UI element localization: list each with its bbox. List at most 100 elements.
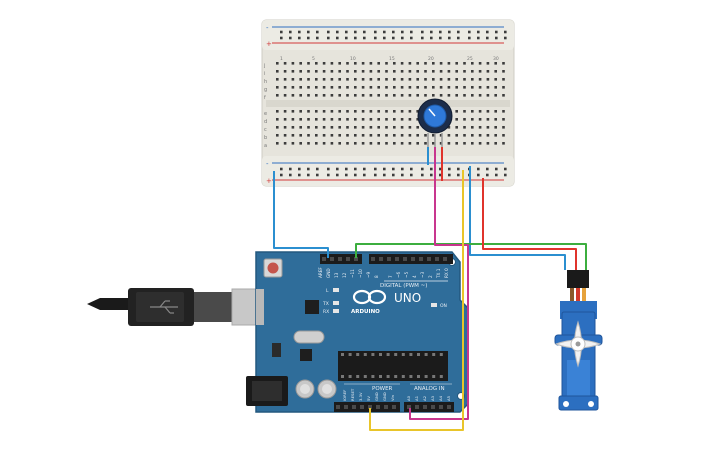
breadboard-hole <box>463 70 466 73</box>
pin-label-8: 8 <box>374 275 379 278</box>
digital-header-pins[interactable] <box>322 257 447 261</box>
pin-label-rx0: RX 0 <box>444 268 449 278</box>
usb-cable[interactable] <box>87 288 263 326</box>
rail-hole <box>345 30 348 34</box>
arduino-uno[interactable]: AREF GND 13 12 ~11 ~10 ~9 8 7 ~6 ~5 4 ~3… <box>246 251 469 413</box>
rail-hole <box>307 167 310 171</box>
breadboard-hole <box>330 134 334 137</box>
wire-blue-gnd[interactable] <box>273 171 329 258</box>
bottom-header-pins[interactable] <box>336 405 451 409</box>
breadboard-hole <box>291 118 295 121</box>
breadboard-hole <box>424 86 427 89</box>
wire-yellow-5v[interactable] <box>369 170 464 431</box>
breadboard-hole <box>502 110 505 113</box>
breadboard-hole <box>502 86 505 89</box>
wire-green-signal[interactable] <box>355 243 587 270</box>
rail-hole <box>448 173 451 177</box>
breadboard-hole <box>393 94 396 97</box>
chip-pin <box>417 353 420 356</box>
wire-red-servo[interactable] <box>482 178 577 270</box>
breadboard-hole <box>486 118 490 121</box>
breadboard-hole <box>463 86 466 89</box>
header-pin <box>439 405 443 409</box>
breadboard-hole <box>299 86 302 89</box>
rail-hole <box>457 30 460 34</box>
rail-hole <box>316 167 319 171</box>
rail-hole <box>280 167 283 171</box>
rail-hole <box>439 167 442 171</box>
rail-hole <box>363 167 366 171</box>
breadboard-hole <box>354 134 357 137</box>
breadboard-hole <box>463 62 466 65</box>
breadboard-hole <box>276 86 279 89</box>
breadboard-hole <box>315 126 318 129</box>
chip-pin <box>394 375 398 378</box>
breadboard-hole <box>377 126 380 129</box>
header-pin <box>403 257 407 261</box>
breadboard-hole <box>463 118 466 121</box>
regulator <box>272 343 281 357</box>
pin-label-6: ~6 <box>396 271 401 278</box>
breadboard-hole <box>432 62 435 65</box>
pin-label-5: ~5 <box>404 271 409 278</box>
breadboard-hole <box>276 94 279 97</box>
wire-blue-servo[interactable] <box>469 166 566 270</box>
breadboard-hole <box>338 134 341 137</box>
breadboard-hole <box>494 110 497 113</box>
reset-button-cap[interactable] <box>267 262 279 274</box>
pin-label-7: 7 <box>388 275 393 278</box>
servo-motor[interactable] <box>554 270 603 411</box>
rail-hole <box>354 173 357 177</box>
header-pin <box>411 257 415 261</box>
header-pin <box>354 257 358 261</box>
breadboard-hole <box>299 94 302 97</box>
breadboard-hole <box>291 134 295 137</box>
breadboard-hole <box>299 118 302 121</box>
breadboard-hole <box>400 118 404 121</box>
breadboard-hole <box>307 118 310 121</box>
breadboard-holes[interactable] <box>276 30 507 177</box>
header-pin <box>360 405 364 409</box>
analog-pin-a4: A4 <box>438 395 443 401</box>
breadboard-hole <box>385 94 388 97</box>
breadboard-hole <box>299 134 302 137</box>
breadboard-hole <box>361 134 365 137</box>
breadboard-hole <box>486 78 490 81</box>
breadboard-hole <box>447 70 451 73</box>
row-letter-c: c <box>264 127 267 133</box>
breadboard-hole <box>478 126 482 129</box>
rail-hole <box>280 30 283 34</box>
breadboard-hole <box>439 78 443 81</box>
breadboard-hole <box>346 86 349 89</box>
header-pin <box>322 257 326 261</box>
header-pin <box>447 405 451 409</box>
row-letter-d: d <box>264 119 267 125</box>
breadboard-hole <box>283 142 287 145</box>
led-l-label: L <box>326 288 329 294</box>
breadboard-hole <box>361 94 365 97</box>
breadboard-hole <box>276 134 279 137</box>
col-num-15: 15 <box>389 56 395 62</box>
breadboard-hole <box>502 94 505 97</box>
analog-pin-a3: A3 <box>430 395 435 401</box>
breadboard-hole <box>439 94 443 97</box>
pin-label-gnd: GND <box>326 268 331 278</box>
potentiometer[interactable] <box>417 98 453 147</box>
breadboard-hole <box>338 126 341 129</box>
breadboard-hole <box>369 62 373 65</box>
breadboard-hole <box>486 142 490 145</box>
breadboard-hole <box>455 62 458 65</box>
rail-hole <box>504 30 507 34</box>
breadboard-hole <box>369 94 373 97</box>
analog-pin-a5: A5 <box>446 395 451 401</box>
breadboard-hole <box>400 86 404 89</box>
usb-chip <box>305 300 319 314</box>
breadboard-hole <box>439 70 443 73</box>
breadboard-hole <box>494 94 497 97</box>
breadboard[interactable]: + - + - 1 5 10 15 20 25 30 j i h g f e d… <box>261 19 515 187</box>
wire-magenta-a0[interactable] <box>409 147 469 420</box>
breadboard-hole <box>283 70 287 73</box>
wires[interactable] <box>273 147 587 431</box>
rail-hole <box>336 36 339 40</box>
